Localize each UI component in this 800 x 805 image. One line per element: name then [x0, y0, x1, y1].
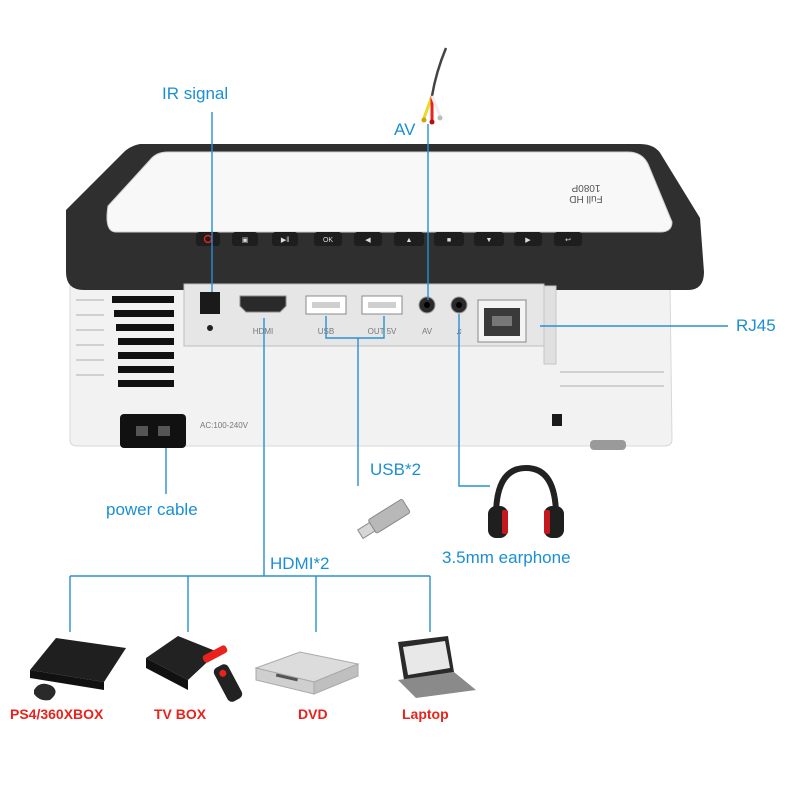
av-cable	[421, 47, 448, 125]
earphone-label: 3.5mm earphone	[442, 548, 571, 567]
laptop-icon	[398, 636, 476, 698]
play-pause-icon: ▶‖	[281, 237, 289, 244]
side-ribs	[76, 299, 664, 387]
connector-lines	[69, 112, 728, 632]
out-port-label: OUT 5V	[368, 327, 397, 336]
tvbox-label: TV BOX	[154, 706, 207, 722]
menu-icon: ■	[447, 237, 451, 244]
rj45-label: RJ45	[736, 316, 776, 335]
right-icon: ▶	[525, 237, 531, 244]
play-pause-button[interactable]	[272, 232, 298, 246]
laptop-label: Laptop	[402, 706, 449, 722]
usb-label: USB*2	[370, 460, 422, 479]
hdmi-port-label: HDMI	[253, 327, 273, 336]
source-button[interactable]	[232, 232, 258, 246]
return-icon: ↩	[565, 237, 571, 244]
source-icon: ▣	[242, 237, 249, 244]
down-button[interactable]	[474, 232, 504, 246]
ir-receiver	[200, 292, 220, 314]
vent-grille	[112, 296, 174, 387]
av-port-label: AV	[422, 327, 433, 336]
power-socket[interactable]	[120, 414, 186, 448]
badge-line2: 1080P	[571, 182, 600, 193]
right-button[interactable]	[514, 232, 542, 246]
fullhd-badge: Full HD 1080P	[569, 182, 602, 204]
up-icon: ▲	[406, 237, 413, 244]
ir-led	[207, 325, 213, 331]
down-icon: ▼	[486, 237, 493, 244]
ok-button[interactable]	[314, 232, 342, 246]
projector: Full HD 1080P ▣ ▶‖ OK ◀ ▲ ■ ▼ ▶	[66, 144, 704, 450]
back-button[interactable]	[554, 232, 582, 246]
dvd-player-icon	[254, 651, 360, 695]
up-button[interactable]	[394, 232, 424, 246]
power-button[interactable]	[196, 232, 220, 246]
headphones	[488, 464, 564, 538]
kensington-lock	[552, 414, 562, 426]
menu-button[interactable]	[434, 232, 464, 246]
tvbox-icon	[146, 636, 243, 702]
badge-line1: Full HD	[569, 193, 602, 204]
remote-control-icon	[213, 664, 243, 702]
left-icon: ◀	[365, 237, 371, 244]
usb-stick	[357, 499, 411, 540]
hdmi-label: HDMI*2	[270, 554, 330, 573]
ir-signal-label: IR signal	[162, 84, 229, 103]
power-rating: AC:100-240V	[200, 421, 249, 430]
power-cable-label: power cable	[106, 500, 198, 519]
projector-foot	[590, 440, 626, 450]
ok-icon: OK	[323, 237, 333, 244]
keypad: ▣ ▶‖ OK ◀ ▲ ■ ▼ ▶ ↩	[196, 232, 582, 246]
ps4-console-icon	[30, 638, 126, 701]
left-button[interactable]	[354, 232, 382, 246]
ps4-label: PS4/360XBOX	[10, 706, 104, 722]
hdmi-port[interactable]	[239, 295, 287, 313]
av-label: AV	[394, 120, 416, 139]
dvd-label: DVD	[298, 706, 328, 722]
